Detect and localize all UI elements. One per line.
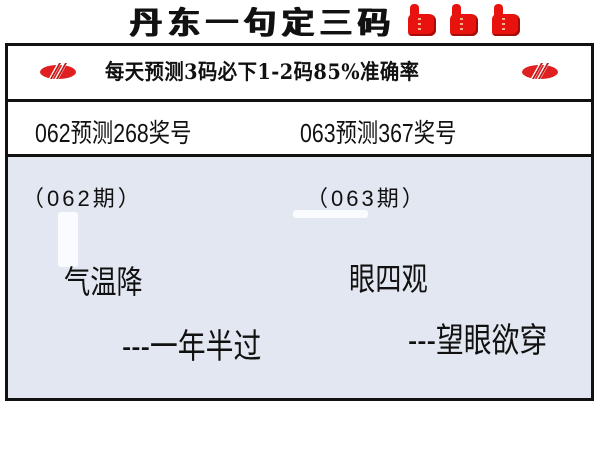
prediction-card: 每天预测3码必下1-2码85%准确率 062预测268奖号 063预测367奖号… — [5, 43, 594, 401]
thumbs-up-icon — [404, 4, 440, 38]
hint-063: 眼四观 — [349, 261, 428, 297]
hint-062: 气温降 — [64, 264, 143, 300]
lottery-logo-icon — [522, 62, 558, 80]
lottery-logo-icon — [40, 62, 76, 80]
banner-row: 每天预测3码必下1-2码85%准确率 — [8, 46, 591, 102]
smudge — [58, 212, 78, 267]
period-063: （063期） — [306, 186, 427, 211]
thumbs-up-icon — [446, 4, 482, 38]
banner-text: 每天预测3码必下1-2码85%准确率 — [105, 59, 420, 84]
smudge — [293, 210, 368, 218]
prediction-063: 063预测367奖号 — [300, 118, 457, 148]
answer-063: ---望眼欲穿 — [408, 322, 548, 360]
page-title: 丹东一句定三码 — [130, 4, 397, 41]
thumbs-group — [404, 4, 524, 38]
prediction-062: 062预测268奖号 — [35, 118, 192, 148]
thumbs-up-icon — [488, 4, 524, 38]
period-062: （062期） — [22, 186, 143, 211]
predictions-row: 062预测268奖号 063预测367奖号 — [8, 102, 591, 157]
riddle-section: （062期） （063期） 气温降 眼四观 ---一年半过 ---望眼欲穿 — [8, 157, 591, 398]
page-title-bar: 丹东一句定三码 — [130, 2, 524, 41]
answer-062: ---一年半过 — [122, 328, 262, 366]
